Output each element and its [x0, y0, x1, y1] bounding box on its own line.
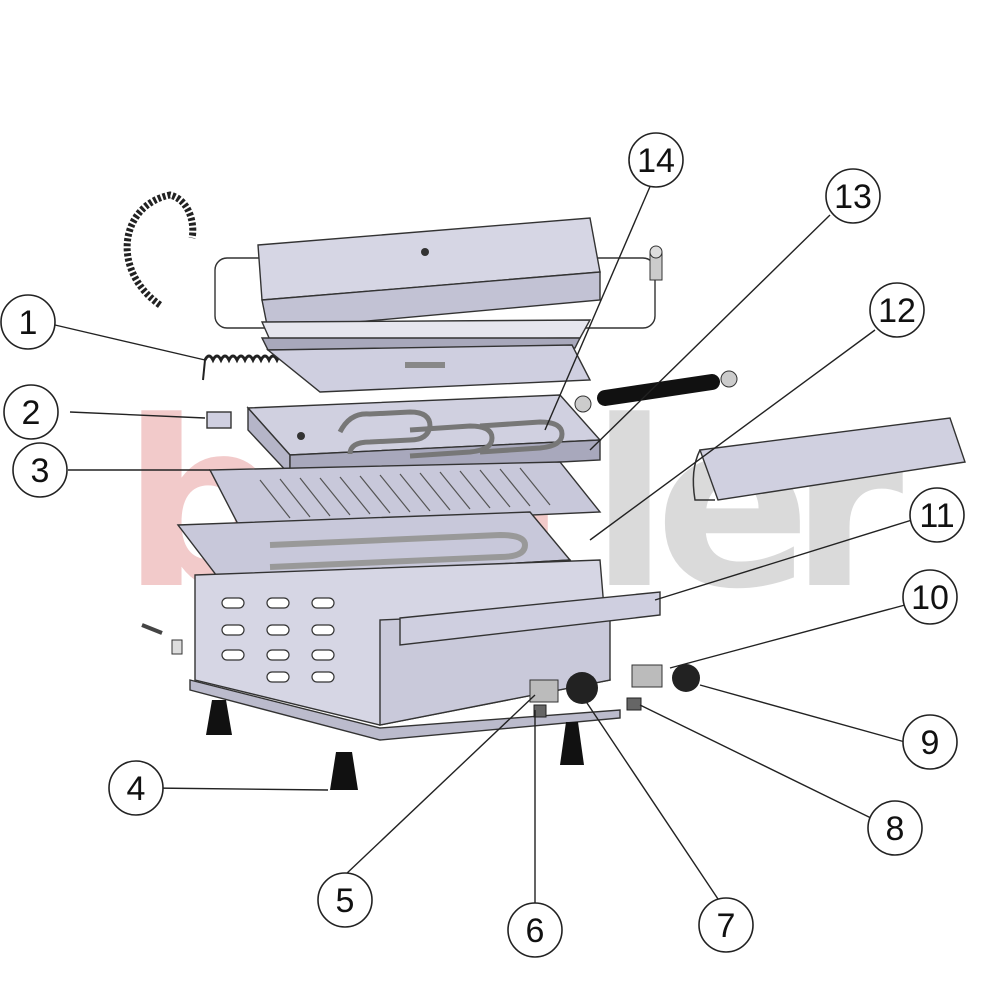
callout: 4: [108, 760, 164, 816]
probe: [649, 245, 663, 281]
upper-plate-bracket: [266, 344, 592, 393]
rod: [574, 370, 738, 413]
callout: 13: [825, 168, 881, 224]
callout-label: 2: [22, 394, 41, 432]
housing-controls: [529, 672, 598, 718]
callout: 2: [3, 384, 59, 440]
callout-label: 7: [717, 907, 736, 945]
watermark-letter: e: [655, 373, 811, 640]
callout-label: 14: [637, 142, 675, 180]
callout: 7: [698, 897, 754, 953]
callout-label: 11: [919, 497, 954, 535]
callout-label: 9: [921, 724, 940, 762]
leader-lines: [54, 174, 913, 906]
callout: 5: [317, 872, 373, 928]
callout-label: 3: [31, 452, 50, 490]
callout-label: 13: [834, 178, 872, 216]
callout: 8: [867, 800, 923, 856]
callout: 9: [902, 714, 958, 770]
callout-label: 1: [19, 304, 38, 342]
callout: 6: [507, 902, 563, 958]
callout-label: 4: [127, 770, 146, 808]
foot: [206, 700, 584, 790]
callout: 11: [909, 487, 965, 543]
callout-label: 12: [878, 292, 916, 330]
callout: 14: [628, 132, 684, 188]
small-block: [206, 411, 232, 429]
callout-label: 5: [336, 882, 355, 920]
side-cover: [692, 417, 966, 501]
callout: 12: [869, 282, 925, 338]
pin-and-bushing: [141, 623, 183, 655]
loose-controls: [626, 664, 700, 711]
callout: 3: [12, 442, 68, 498]
watermark-letter: r: [790, 373, 903, 640]
callout: 1: [0, 294, 56, 350]
drip-tray: [399, 591, 661, 646]
base-housing: [189, 559, 621, 741]
callout-label: 6: [526, 912, 545, 950]
callout-label: 10: [911, 579, 949, 617]
top-lid-assembly: [214, 217, 656, 351]
power-cable: [123, 191, 197, 308]
callout-label: 8: [886, 810, 905, 848]
ribbed-grill-plate: [208, 461, 602, 529]
callout: 10: [902, 569, 958, 625]
